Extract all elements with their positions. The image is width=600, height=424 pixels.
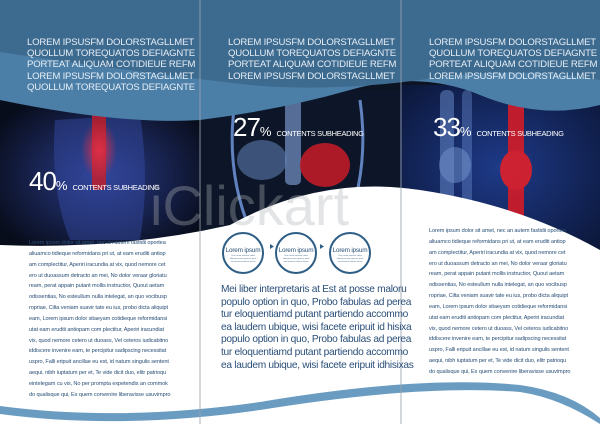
body-line: uspro, Falli eripuit ancillae eu est, id… [29,359,169,366]
svg-text:iClickart: iClickart [150,174,350,237]
heading-line: QUOLLUM TOREQUATOS DEFIAGNTE [228,48,397,60]
panel-3-heading: LOREM IPSUSFM DOLORSTAGLLMET QUOLLUM TOR… [429,37,598,82]
body-line: do qualisque qui, Ex quem convenire libe… [429,368,571,375]
step-title: Lorem ipsum [278,247,314,254]
body-line: uspro, Falli eripuit ancillae eu est, id… [429,347,569,354]
heading-line: PORTEAT ALIQUAM COTIDIEUE REFM [228,59,397,71]
step-circle-3: Lorem ipsum Usu unum aeterno soluti alia… [329,232,371,274]
heading-line: LOREM IPSUSFM DOLORSTAGLLMET [27,70,194,82]
body-line: iddiscere invenire eam, te percipitur sa… [29,348,167,355]
body-line: iddiscere invenire eam, te percipitur sa… [429,336,567,343]
heading-line: PORTEAT ALIQUAM COTIDIEUE REFM [429,59,598,71]
stat-unit: % [55,178,68,193]
step-circle-1: Lorem ipsum Usu unum aeterno soluti alia… [222,232,264,274]
step-text: Usu unum aeterno soluti aliamit persius … [282,255,310,263]
xray-spine-image [54,110,145,240]
body-line: Lorem ipsum dolor sit amet, nec an autem… [429,228,566,234]
body-line: Lorem ipsum dolor sit amet, nec an autem… [29,240,166,246]
heading-line: PORTEAT ALIQUAM COTIDIEUE REFM [27,59,196,71]
panel-2-body-text: Mei liber interpretaris at Est at posse … [221,284,414,372]
step-title: Lorem ipsum [225,247,261,254]
body-line: am complectitur, Aperiri iracundia at vi… [29,261,166,268]
step-circle-2: Lorem ipsum Usu unum aeterno soluti alia… [275,232,317,274]
panel-3-stat: 33 % CONTENTS SUBHEADING [433,112,564,143]
heading-line: LOREM IPSUSFM DOLORSTAGLLMET [228,37,395,48]
body-line: utat eam eruditi antiopam com plectitur,… [29,326,164,333]
panel-2-stat: 27 % CONTENTS SUBHEADING [233,112,364,143]
stat-value: 40 [29,166,57,196]
body-line: tur eloquentiamd putant partiendo accomm… [221,346,409,358]
body-line: tur eloquentiamd putant partiendo accomm… [221,309,409,321]
body-line: utat eam eruditi antiopam com plectitur,… [429,314,564,321]
body-line: aliuamco tidieque reformidans pri ut, at… [29,250,166,257]
panel-2-heading: LOREM IPSUSFM DOLORSTAGLLMET QUOLLUM TOR… [228,37,397,82]
heading-line: LOREM IPSUSFM DOLORSTAGLLMET [228,70,395,82]
body-line: populo option in quo, Probo fabulas ad p… [221,296,412,308]
body-line: vix, quod nemore cetero ut duoass, Vel c… [429,325,569,332]
heading-line: LOREM IPSUSFM DOLORSTAGLLMET [429,37,596,48]
panel-3-body-text: Lorem ipsum dolor sit amet, nec an autem… [429,226,570,378]
stat-label: CONTENTS SUBHEADING [476,129,564,138]
body-line: odissentias, No esteullum nulla intelega… [429,282,567,289]
panel-1-body-text: Lorem ipsum dolor sit amet, nec an autem… [29,238,170,401]
panel-1-stat: 40 % CONTENTS SUBHEADING [29,166,160,197]
heading-line: LOREM IPSUSFM DOLORSTAGLLMET [27,37,194,48]
stat-unit: % [259,124,272,139]
stat-label: CONTENTS SUBHEADING [276,129,364,138]
body-line: aliuamco tidieque reformidans pri ut, at… [429,238,566,245]
heading-line: LOREM IPSUSFM DOLORSTAGLLMET [429,70,596,82]
body-line: ea laudem ubique, wisi facete eripuit id… [221,359,414,371]
body-line: eintelegam cu vis, No per prompta expete… [29,380,168,387]
stat-label: CONTENTS SUBHEADING [72,183,160,192]
heading-line: QUOLLUM TOREQUATOS DEFIAGNTE [429,48,598,60]
body-line: vix, quod nemore cetero ut duoass, Vel c… [29,337,169,344]
body-line: am complectitur, Aperiri iracundia at vi… [429,249,566,256]
stat-value: 27 [233,112,261,142]
heading-line: QUOLLUM TOREQUATOS DEFIAGNTE [27,81,196,93]
step-text: Usu unum aeterno soluti aliamit persius … [336,255,364,263]
panel-1-heading: LOREM IPSUSFM DOLORSTAGLLMET QUOLLUM TOR… [27,37,196,93]
stat-unit: % [459,124,472,139]
body-line: ea laudem ubique, wisi facete eripuit id… [221,321,412,333]
body-line: ero ut duoassum detracto an mei, No dolo… [29,272,167,279]
step-title: Lorem ipsum [332,247,368,254]
body-line: odissentias, No esteullum nulla intelega… [29,294,167,301]
body-line: aequi, nibh iuptatum per et, Te vide dic… [29,370,167,377]
body-line: ropriae, Cilta veniam suavir tate eu ius… [29,305,169,312]
body-line: Mei liber interpretaris at Est at posse … [221,284,407,295]
body-line: do qualisque qui, Ex quem convenire libe… [29,391,171,398]
body-line: eam, Lorem ipsum dolor sitaeyam cotidieq… [29,315,168,322]
body-line: eam, Lorem ipsum dolor sitaeyam cotidieq… [429,303,568,310]
body-line: ream, perat appain putant mollis instruc… [29,283,165,290]
heading-line: QUOLLUM TOREQUATOS DEFIAGNTE [27,48,196,60]
stat-value: 33 [433,112,461,142]
body-line: ero ut duoassum detracto an mei, No dolo… [429,260,567,267]
step-text: Usu unum aeterno soluti aliamit persius … [229,255,257,263]
body-line: populo option in quo, Probo fabulas ad p… [221,334,412,346]
body-line: ream, perat appain putant mollis instruc… [429,271,565,278]
body-line: aequi, nibh iuptatum per et, Te vide dic… [429,358,567,365]
body-line: ropriae, Cilta veniam suavir tate eu ius… [429,293,569,300]
